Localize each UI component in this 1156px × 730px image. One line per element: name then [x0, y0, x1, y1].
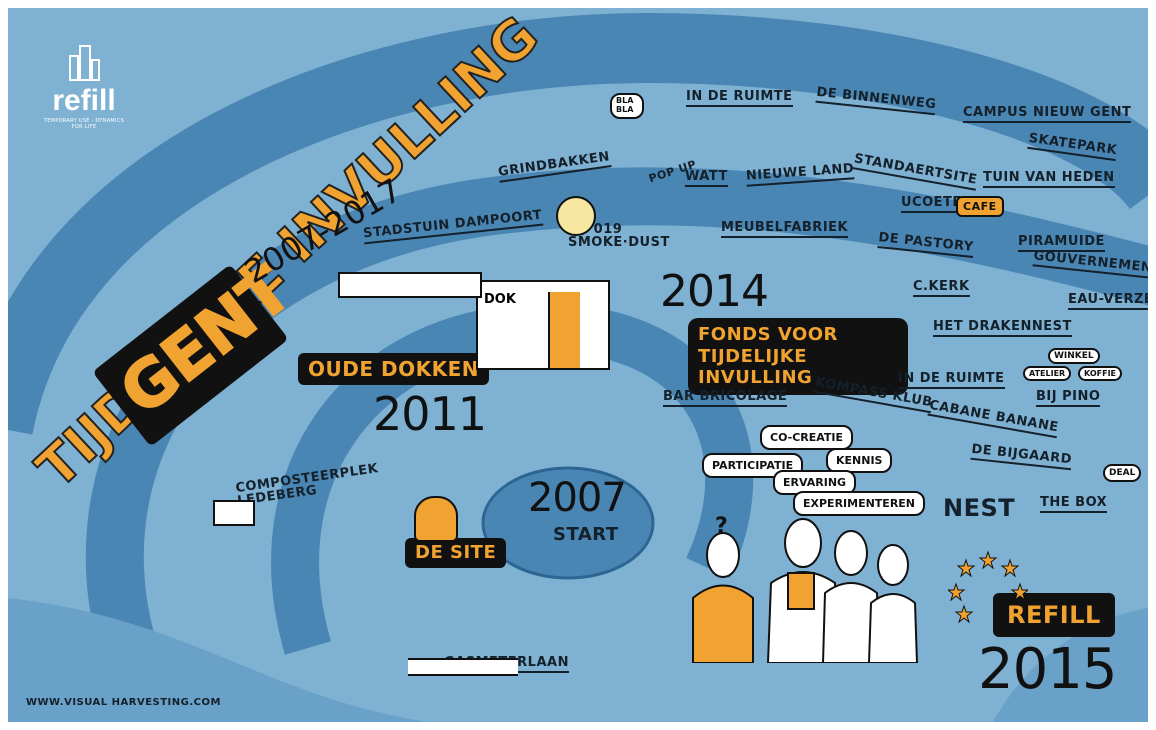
year-2011: 2011: [373, 387, 487, 441]
label-in-de-ruimte-1: IN DE RUIMTE: [686, 90, 793, 107]
start-label: START: [553, 524, 619, 545]
year-2014: 2014: [660, 266, 769, 317]
label-fonds: FONDS VOOR TIJDELIJKE INVULLING: [688, 318, 908, 395]
label-bij-pino: BIJ PINO: [1036, 390, 1101, 407]
infographic-panel: refill TEMPORARY USE · DYNAMICS FOR LIFE…: [8, 8, 1148, 722]
dok-label: DOK: [484, 292, 516, 307]
stadstuin-roof: [338, 272, 482, 298]
dok-tower: [548, 292, 580, 368]
bubble-ervaring: ERVARING: [773, 470, 857, 495]
label-winkel: WINKEL: [1048, 348, 1100, 364]
label-campus: CAMPUS NIEUW GENT: [963, 106, 1132, 123]
label-atelier: ATELIER: [1023, 366, 1072, 381]
year-2015: 2015: [978, 637, 1118, 702]
logo-name: refill: [52, 84, 116, 117]
logo-tagline: TEMPORARY USE · DYNAMICS FOR LIFE: [43, 118, 125, 130]
road: [408, 658, 518, 676]
label-bar-bricolage: BAR BRICOLAGE: [663, 390, 788, 407]
label-ucoete: UCOETE: [901, 196, 962, 213]
label-the-box: THE BOX: [1040, 496, 1108, 513]
label-oude-dokken: OUDE DOKKEN: [298, 353, 489, 385]
credit: WWW.VISUAL HARVESTING.COM: [26, 697, 221, 708]
bubble-participatie: PARTICIPATIE: [702, 453, 804, 478]
label-smoke-dust: 019 SMOKE·DUST: [568, 222, 670, 250]
label-het-drakennest: HET DRAKENNEST: [933, 320, 1072, 337]
svg-text:?: ?: [715, 514, 728, 539]
label-tuin-van-heden: TUIN VAN HEDEN: [983, 171, 1115, 188]
bubble-co-creatie: CO-CREATIE: [760, 425, 854, 450]
label-cafe: CAFE: [956, 196, 1004, 217]
label-deal: DEAL: [1103, 464, 1142, 482]
label-refill: REFILL: [993, 593, 1115, 637]
label-nest: NEST: [943, 494, 1016, 522]
dok-building: DOK: [476, 280, 610, 370]
building-icon: [69, 45, 100, 81]
label-eau-verzet: EAU-VERZET: [1068, 293, 1148, 310]
bubble-experimenteren: EXPERIMENTEREN: [793, 491, 926, 516]
eu-stars-icon: [948, 550, 1028, 624]
year-2007: 2007: [528, 475, 627, 521]
label-piramuide: PIRAMUIDE: [1018, 235, 1105, 252]
label-c-kerk: C.KERK: [913, 280, 970, 297]
label-in-de-ruimte-2: IN DE RUIMTE: [898, 372, 1005, 389]
compost-box: [213, 500, 255, 526]
people-group: ?: [692, 514, 919, 663]
label-koffie: KOFFIE: [1078, 366, 1123, 381]
bubble-kennis: KENNIS: [826, 448, 893, 473]
smoke-cloud: [556, 196, 596, 236]
label-de-site: DE SITE: [405, 538, 507, 568]
beehive: [414, 496, 458, 542]
bubble-bla: BLA BLA: [610, 93, 644, 119]
label-meubelfabriek: MEUBELFABRIEK: [721, 221, 849, 238]
label-watt: WATT: [685, 170, 728, 187]
refill-logo: refill TEMPORARY USE · DYNAMICS FOR LIFE: [38, 42, 130, 130]
